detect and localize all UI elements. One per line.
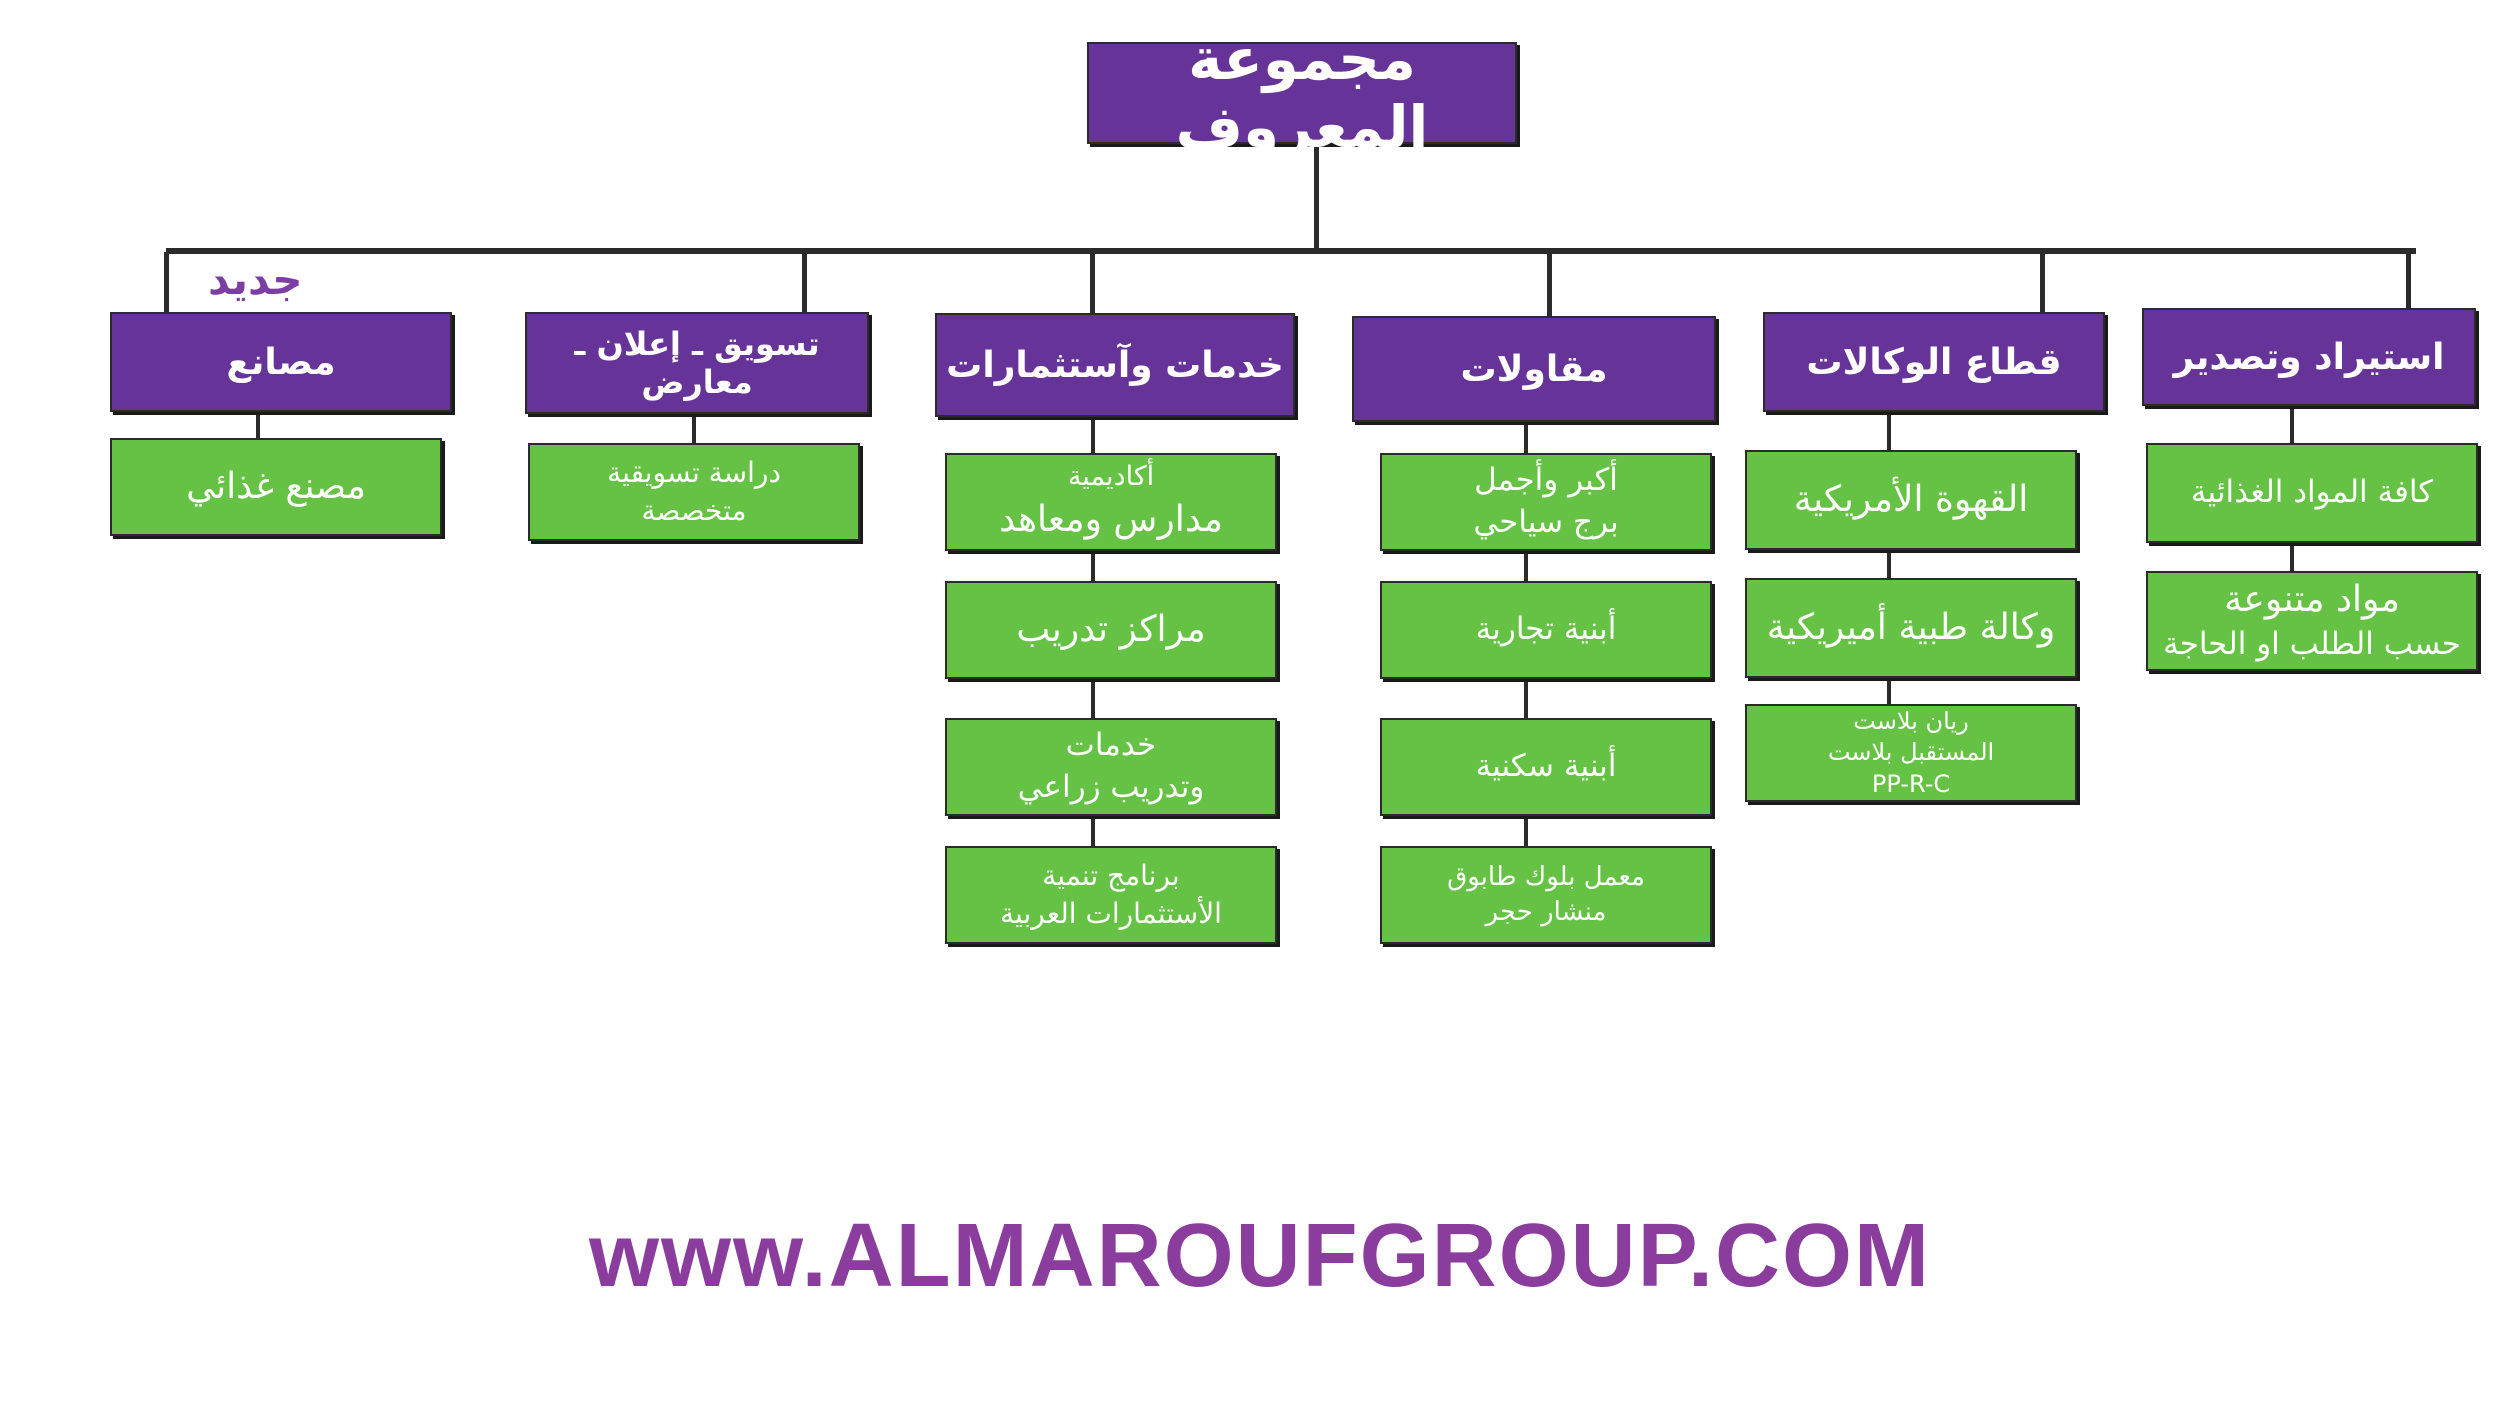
item-line: الأستثمارات العربية xyxy=(1000,897,1222,930)
item-academy: أكاديمية مدارس ومعاهد xyxy=(945,453,1277,551)
item-line: المستقبل بلاست xyxy=(1827,738,1995,767)
item-line: وكالة طبية أميريكية xyxy=(1766,606,2056,648)
item-line: أكاديمية xyxy=(1067,461,1155,493)
connector-col-6 xyxy=(256,410,260,440)
connector-drop-6 xyxy=(164,252,169,314)
item-line: أبنية تجارية xyxy=(1475,611,1617,648)
new-tag: جديد xyxy=(208,255,303,304)
item-line: مدارس ومعاهد xyxy=(999,498,1223,540)
item-line: برج سياحي xyxy=(1473,504,1619,540)
item-line: برنامج تنمية xyxy=(1042,859,1180,893)
item-line: القهوة الأمريكية xyxy=(1793,478,2029,520)
item-residential-buildings: أبنية سكنية xyxy=(1380,718,1712,816)
connector-col-5 xyxy=(692,412,696,448)
branch-title: تسويق ـ إعلان ـ معارض xyxy=(574,325,820,401)
item-plast-companies: ريان بلاست المستقبل بلاست PP-R-C xyxy=(1745,704,2077,802)
branch-title: قطاع الوكالات xyxy=(1806,341,2062,383)
item-line: أبنية سكنية xyxy=(1475,748,1617,785)
branch-header-contracting: مقاولات xyxy=(1352,316,1716,422)
branch-header-import-export: استيراد وتصدير xyxy=(2142,308,2476,406)
branch-header-factories: مصانع xyxy=(110,312,452,412)
website-url: www.ALMAROUFGROUP.COM xyxy=(589,1206,1931,1306)
item-line: منشار حجر xyxy=(1485,897,1607,927)
item-marketing-study: دراسة تسويقية متخصصة xyxy=(528,443,860,541)
item-line: متخصصة xyxy=(641,494,747,527)
item-tourist-tower: أكبر وأجمل برج سياحي xyxy=(1380,453,1712,551)
item-commercial-buildings: أبنية تجارية xyxy=(1380,581,1712,679)
connector-drop-3 xyxy=(1547,252,1552,318)
root-title: مجموعة المعروف xyxy=(1175,25,1429,161)
connector-drop-4 xyxy=(1090,252,1095,316)
item-agri-services: خدمات وتدريب زراعي xyxy=(945,718,1277,816)
branch-title: خدمات وآستثمارات xyxy=(946,344,1284,386)
branch-title: مصانع xyxy=(226,341,336,383)
branch-title: مقاولات xyxy=(1460,348,1608,390)
item-line: وتدريب زراعي xyxy=(1017,769,1205,805)
connector-col-2 xyxy=(1887,411,1891,709)
item-line: معمل بلوك طابوق xyxy=(1447,861,1645,892)
item-various-materials: مواد متنوعة حسب الطلب او الحاجة xyxy=(2146,571,2478,671)
item-food-factory: مصنع غذائي xyxy=(110,438,442,536)
item-line: أكبر وأجمل xyxy=(1474,462,1618,499)
connector-drop-1 xyxy=(2406,252,2411,312)
item-american-medical-agency: وكالة طبية أميريكية xyxy=(1745,578,2077,678)
item-line: دراسة تسويقية xyxy=(607,456,781,490)
item-line: PP-R-C xyxy=(1871,769,1951,798)
branch-title: استيراد وتصدير xyxy=(2173,336,2445,378)
item-american-coffee: القهوة الأمريكية xyxy=(1745,450,2077,550)
item-block-factory: معمل بلوك طابوق منشار حجر xyxy=(1380,846,1712,944)
item-arab-investment-program: برنامج تنمية الأستثمارات العربية xyxy=(945,846,1277,944)
item-all-food-materials: كافة المواد الغذائية xyxy=(2146,443,2478,543)
item-line: حسب الطلب او الحاجة xyxy=(2163,626,2461,663)
connector-drop-2 xyxy=(2040,252,2045,312)
item-training-centers: مراكز تدريب xyxy=(945,581,1277,679)
item-line: مصنع غذائي xyxy=(186,465,366,507)
item-line: كافة المواد الغذائية xyxy=(2190,474,2434,511)
root-box: مجموعة المعروف xyxy=(1087,25,1517,161)
item-line: خدمات xyxy=(1065,727,1157,764)
item-line: مراكز تدريب xyxy=(1016,608,1206,650)
branch-header-services-investments: خدمات وآستثمارات xyxy=(935,313,1295,417)
branch-header-marketing: تسويق ـ إعلان ـ معارض xyxy=(525,312,869,414)
connector-drop-5 xyxy=(802,252,807,314)
connector-horizontal-bar xyxy=(166,248,2416,254)
branch-header-agencies: قطاع الوكالات xyxy=(1763,312,2105,412)
item-line: ريان بلاست xyxy=(1853,707,1969,736)
connector-root-down xyxy=(1314,142,1319,252)
item-line: مواد متنوعة xyxy=(2224,578,2400,620)
